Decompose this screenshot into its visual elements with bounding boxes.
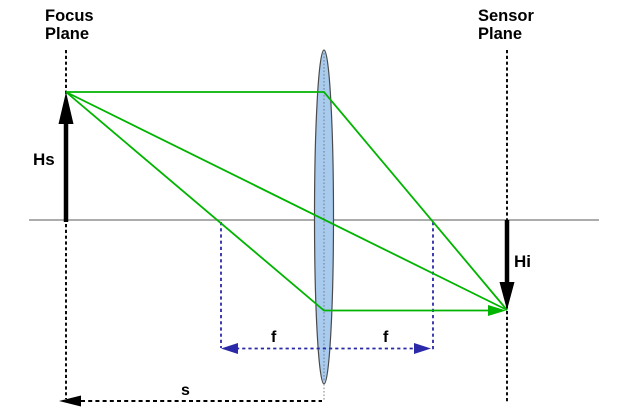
ray-through-lens-center [65,91,508,311]
subject-distance-label: s [181,382,190,399]
subject-distance-arrow-icon [59,395,81,407]
subject-distance-dimension [59,395,322,407]
ray-arrowhead-icon [488,305,506,316]
sensor-plane-label-line2: Plane [478,25,522,43]
focal-length-label-left: f [271,329,277,346]
focal-arrow-right-icon [414,343,431,354]
focal-dimension-lines [220,222,434,350]
sensor-plane-label-line1: Sensor [478,7,535,25]
image-height-arrow [499,220,515,310]
lens [313,49,335,400]
ray-parallel-then-focal [66,91,508,311]
object-arrowhead-icon [58,92,74,124]
focus-plane-label-line2: Plane [45,25,89,43]
object-height-arrow [58,92,74,222]
image-height-label: Hi [514,252,531,271]
image-arrowhead-icon [499,282,515,310]
ray-through-front-focus [65,91,492,312]
focal-length-label-right: f [383,329,389,346]
focal-dimension-arrowheads [221,343,431,354]
focal-arrow-left-icon [221,343,238,354]
object-height-label: Hs [33,150,55,169]
light-rays [65,91,508,312]
focus-plane-label-line1: Focus [45,7,94,25]
